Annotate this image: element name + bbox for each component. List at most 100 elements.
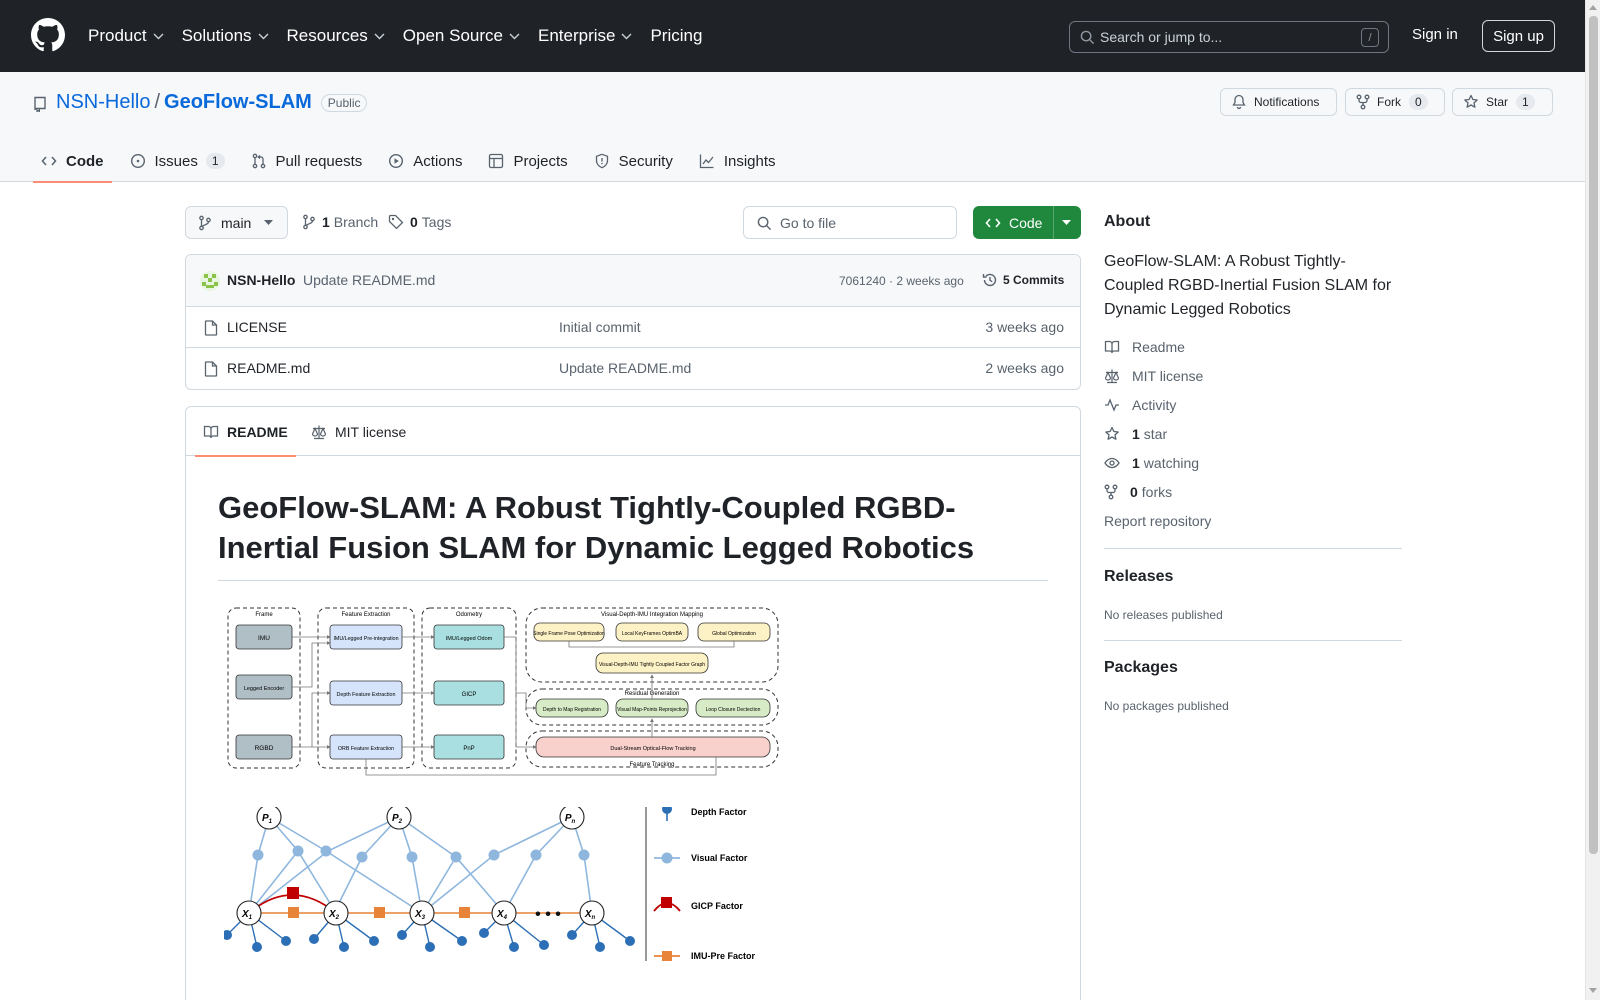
file-commit-link[interactable]: Update README.md	[559, 360, 692, 376]
star-button[interactable]: Star 1	[1452, 88, 1553, 116]
history-icon	[982, 273, 997, 287]
about-description: GeoFlow-SLAM: A Robust Tightly-Coupled R…	[1104, 253, 1392, 318]
file-row[interactable]: README.md Update README.md 2 weeks ago	[186, 348, 1080, 389]
tab-projects[interactable]: Projects	[480, 140, 575, 182]
node-label: IMU/Legged Pre-integration	[333, 636, 398, 642]
node-label: Depth to Map Registration	[543, 707, 601, 713]
star-icon	[1464, 94, 1478, 108]
branch-icon	[199, 215, 211, 230]
code-dropdown-button[interactable]: Code	[973, 206, 1081, 239]
file-name-link[interactable]: LICENSE	[227, 319, 287, 335]
landmark-label: Pn	[565, 813, 576, 825]
tab-license[interactable]: MIT license	[311, 407, 406, 456]
fork-button[interactable]: Fork 0	[1345, 88, 1445, 116]
nav-pricing[interactable]: Pricing	[650, 26, 703, 45]
avatar[interactable]	[200, 271, 220, 291]
file-row[interactable]: LICENSE Initial commit 3 weeks ago	[186, 307, 1080, 348]
readme-tabs: README MIT license	[186, 407, 1080, 457]
go-to-file-input[interactable]: Go to file	[743, 206, 957, 239]
sign-up-button[interactable]: Sign up	[1482, 20, 1555, 52]
repo-title: NSN-Hello / GeoFlow-SLAM Public	[56, 91, 368, 114]
github-logo-icon[interactable]	[31, 18, 65, 52]
tag-icon	[388, 214, 404, 230]
commit-hash-time[interactable]: 7061240 · 2 weeks ago	[839, 274, 964, 288]
ellipsis: • • •	[535, 906, 561, 923]
fork-count: 0	[1409, 94, 1428, 110]
legend-visual-factor: Visual Factor	[654, 852, 748, 864]
law-icon	[311, 425, 327, 439]
file-name-link[interactable]: README.md	[227, 360, 311, 376]
file-icon	[204, 361, 218, 377]
readme-link[interactable]: Readme	[1104, 339, 1185, 355]
node-label: Visual Map-Points Reprojection	[617, 707, 687, 713]
node-label: ORB Feature Extraction	[338, 746, 394, 752]
nav-enterprise[interactable]: Enterprise	[538, 26, 632, 46]
releases-empty-text: No releases published	[1104, 608, 1223, 622]
releases-heading[interactable]: Releases	[1104, 568, 1174, 585]
commit-message-link[interactable]: Update README.md	[303, 272, 436, 288]
visual-factor-edges	[248, 816, 593, 914]
page-scrollbar[interactable]	[1585, 0, 1600, 1000]
search-shortcut-key: /	[1361, 28, 1379, 47]
readme-panel: README MIT license GeoFlow-SLAM: A Robus…	[185, 406, 1081, 1000]
tab-code[interactable]: Code	[33, 140, 112, 183]
global-nav: Product Solutions Resources Open Source …	[88, 0, 720, 72]
section-label: Frame	[255, 612, 273, 618]
branch-count-link[interactable]: 1 Branch	[302, 214, 378, 230]
global-search-input[interactable]: Search or jump to... /	[1069, 21, 1389, 53]
nav-product[interactable]: Product	[88, 26, 164, 46]
tab-readme[interactable]: README	[195, 407, 296, 457]
system-pipeline-diagram: Frame Feature Extraction Odometry Visual…	[227, 607, 779, 776]
file-commit-link[interactable]: Initial commit	[559, 319, 641, 335]
packages-heading[interactable]: Packages	[1104, 659, 1178, 676]
landmark-label: P2	[392, 813, 403, 825]
nav-open-source[interactable]: Open Source	[403, 26, 520, 46]
tab-security[interactable]: Security	[586, 140, 681, 182]
visibility-badge: Public	[320, 93, 368, 112]
imu-pre-factor-node	[459, 907, 470, 918]
tab-insights[interactable]: Insights	[691, 140, 784, 182]
node-label: Loop Closure Dectection	[706, 707, 761, 713]
chevron-down-icon	[153, 33, 164, 39]
repo-owner-link[interactable]: NSN-Hello	[56, 91, 151, 113]
sign-in-link[interactable]: Sign in	[1412, 26, 1458, 43]
search-icon	[757, 216, 772, 231]
commit-author-link[interactable]: NSN-Hello	[227, 272, 296, 288]
branch-selector[interactable]: main	[185, 206, 288, 239]
legend-gicp-factor: GICP Factor	[653, 897, 743, 912]
node-label: Legged Encoder	[244, 686, 285, 692]
report-repository-link[interactable]: Report repository	[1104, 513, 1212, 529]
file-browser: NSN-Hello Update README.md 7061240 · 2 w…	[185, 254, 1081, 390]
book-icon	[1104, 340, 1120, 354]
repo-icon	[34, 96, 46, 112]
eye-icon	[1104, 457, 1120, 469]
svg-text:GICP Factor: GICP Factor	[691, 901, 743, 911]
nav-resources[interactable]: Resources	[287, 26, 385, 46]
node-label: Global Optimization	[712, 631, 756, 637]
scroll-up-arrow-icon[interactable]	[1589, 5, 1597, 10]
nav-solutions[interactable]: Solutions	[182, 26, 269, 46]
node-label: PnP	[463, 746, 474, 752]
chevron-down-icon	[509, 33, 520, 39]
tags-count-link[interactable]: 0 Tags	[388, 214, 451, 230]
tab-actions[interactable]: Actions	[380, 140, 470, 182]
license-link[interactable]: MIT license	[1104, 368, 1203, 384]
caret-down-icon	[264, 219, 274, 225]
imu-pre-factor-node	[374, 907, 385, 918]
tab-issues[interactable]: Issues 1	[122, 140, 233, 182]
notifications-button[interactable]: Notifications	[1220, 88, 1337, 116]
commits-history-link[interactable]: 5 Commits	[982, 272, 1064, 288]
pose-label: X3	[414, 909, 426, 921]
play-icon	[389, 153, 404, 169]
scroll-down-arrow-icon[interactable]	[1589, 988, 1597, 993]
repo-name-link[interactable]: GeoFlow-SLAM	[164, 91, 312, 113]
legend-imu-pre-factor: IMU-Pre Factor	[654, 951, 756, 961]
tab-pull-requests[interactable]: Pull requests	[243, 140, 371, 182]
scroll-thumb[interactable]	[1589, 16, 1598, 854]
graph-icon	[699, 154, 714, 169]
gicp-factor-node	[287, 887, 299, 899]
activity-link[interactable]: Activity	[1104, 397, 1176, 413]
